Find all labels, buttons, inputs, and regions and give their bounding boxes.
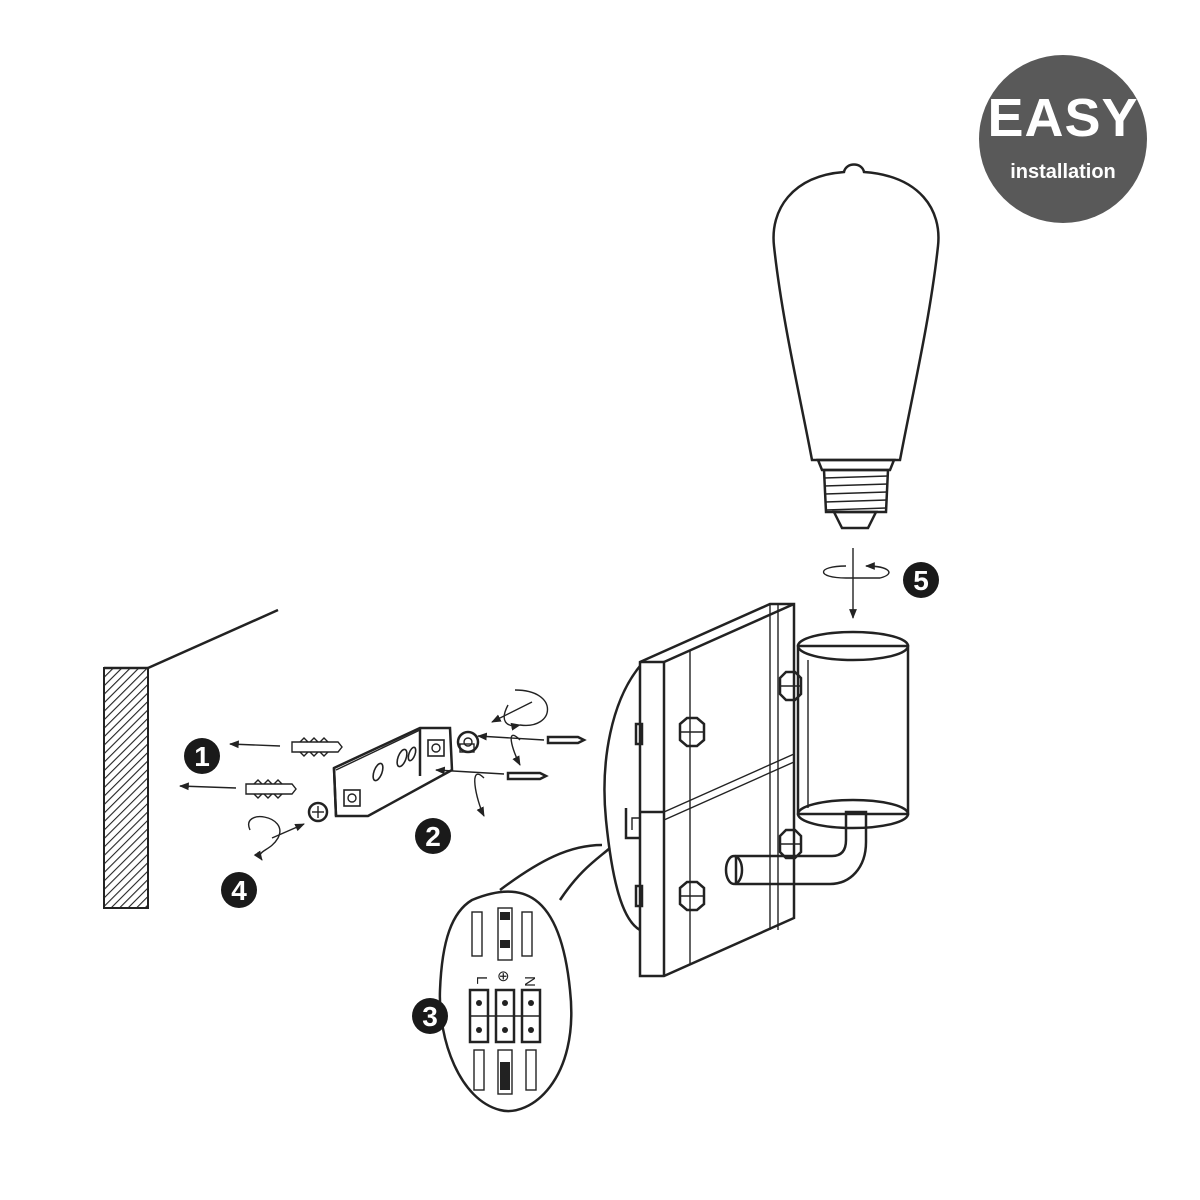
lamp-arm [724, 810, 868, 886]
step-marker-2: 2 [415, 818, 451, 854]
bolt [678, 880, 706, 912]
bulb-insert-arrow [823, 548, 890, 619]
wall-plate [624, 602, 796, 978]
mounting-bracket [332, 726, 454, 818]
terminal-label-earth: ⊕ [497, 968, 510, 985]
lamp-holder [796, 630, 910, 830]
svg-text:1: 1 [194, 741, 210, 772]
terminal-label-live: L [473, 976, 490, 984]
svg-text:4: 4 [231, 875, 247, 906]
edison-bulb [772, 163, 940, 530]
wiring-detail-callout: L ⊕ N [438, 843, 611, 1113]
terminal-block-top [471, 907, 533, 961]
badge-title: EASY [987, 88, 1139, 148]
wall-plug-upper [229, 737, 343, 757]
step-marker-4: 4 [221, 872, 257, 908]
svg-text:5: 5 [913, 565, 929, 596]
svg-text:2: 2 [425, 821, 441, 852]
fixing-screw [247, 801, 329, 861]
step-marker-1: 1 [184, 738, 220, 774]
wall [103, 608, 279, 909]
terminal-block-bottom [468, 988, 542, 1095]
bolt-side [634, 884, 644, 908]
terminal-label-neutral: N [521, 976, 538, 987]
step-marker-5: 5 [903, 562, 939, 598]
wall-plate-rim [603, 665, 641, 932]
bolt-side [634, 722, 644, 746]
rotation-arrow-nut [491, 689, 548, 731]
step-marker-3: 3 [412, 998, 448, 1034]
bulb-screw-base [822, 468, 890, 530]
wall-plug-lower [179, 779, 297, 799]
bolt [678, 716, 706, 748]
screw-upper [477, 732, 587, 766]
screw-lower [435, 766, 549, 817]
easy-installation-badge: EASY installation [979, 55, 1147, 223]
wall-plugs [179, 737, 343, 799]
badge-subtitle: installation [1010, 161, 1116, 183]
plate-bolts [634, 670, 803, 912]
mounting-nut [456, 730, 480, 754]
bolt [778, 828, 803, 860]
svg-text:3: 3 [422, 1001, 438, 1032]
